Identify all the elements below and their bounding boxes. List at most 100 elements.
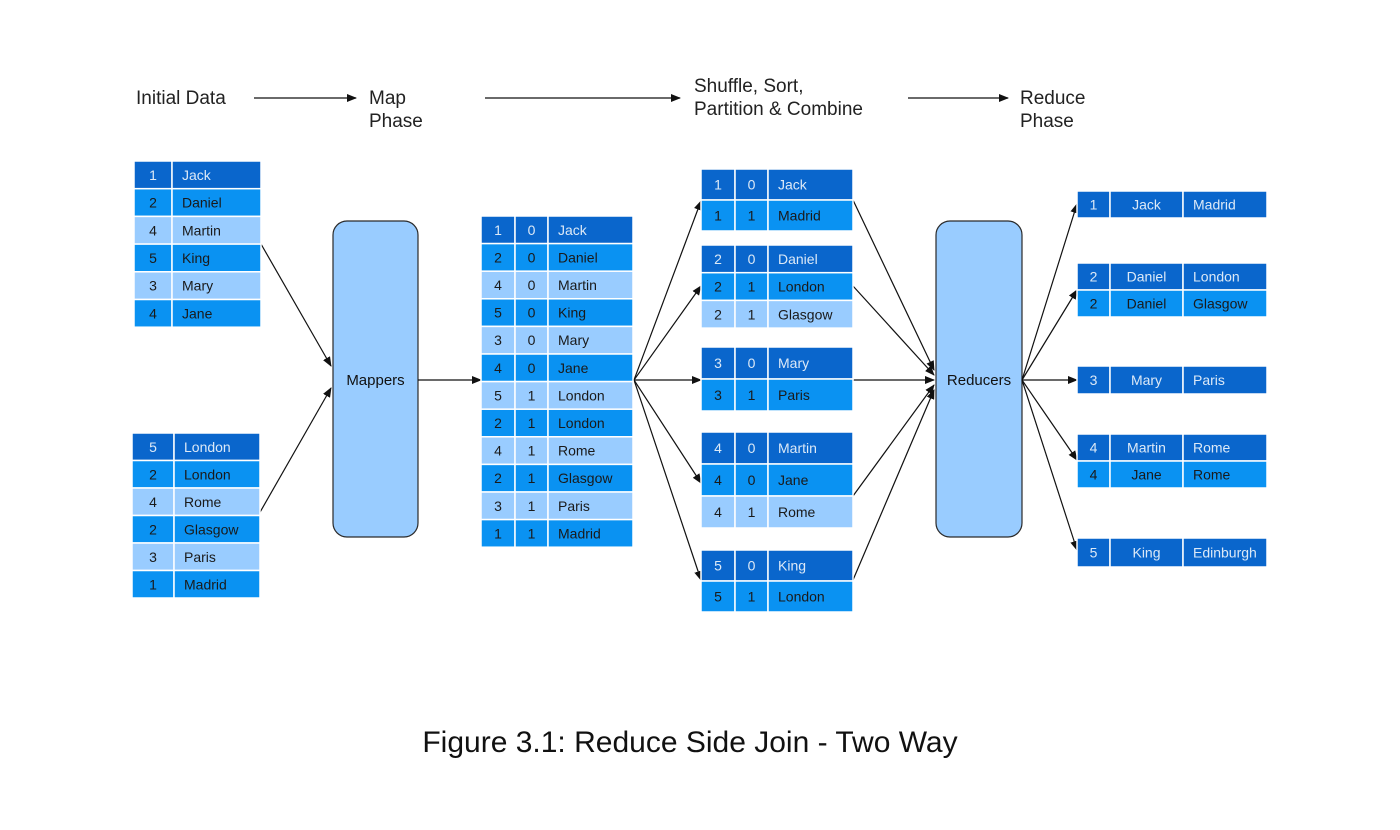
table-cell-text: 0 bbox=[528, 305, 536, 321]
table-cell bbox=[1182, 365, 1268, 395]
table-cell bbox=[767, 378, 854, 412]
table-cell-text: King bbox=[778, 558, 806, 574]
table-cell-text: 2 bbox=[714, 279, 722, 295]
table-cell-text: 4 bbox=[1090, 467, 1098, 483]
table-cell-text: Jane bbox=[1131, 467, 1162, 483]
table-cell bbox=[1076, 537, 1111, 568]
table-cell bbox=[767, 346, 854, 380]
table-cell bbox=[133, 187, 173, 218]
table-cell bbox=[767, 199, 854, 232]
table-cell-text: 3 bbox=[149, 278, 157, 294]
table-row: 5 King Edinburgh bbox=[1076, 537, 1268, 568]
table-cell bbox=[734, 431, 769, 465]
table-cell bbox=[480, 270, 516, 300]
table-cell-text: Daniel bbox=[558, 249, 598, 265]
table-cell-text: Madrid bbox=[184, 576, 227, 592]
table-cell-text: 2 bbox=[149, 466, 157, 482]
table-cell-text: Mary bbox=[182, 278, 213, 294]
table-cell-text: Martin bbox=[1127, 440, 1166, 456]
flow-arrow bbox=[633, 200, 702, 381]
table-cell-text: 1 bbox=[748, 504, 756, 520]
table-cell-text: 0 bbox=[528, 249, 536, 265]
table-cell bbox=[547, 491, 634, 521]
table-cell-text: 1 bbox=[748, 279, 756, 295]
table-cell-text: King bbox=[1132, 545, 1160, 561]
table-cell-text: 0 bbox=[748, 472, 756, 488]
table-cell bbox=[171, 298, 262, 328]
table-cell-text: 5 bbox=[1090, 545, 1098, 561]
mappers-label: Mappers bbox=[346, 372, 404, 389]
initial-data-label: Initial Data bbox=[136, 88, 226, 109]
figure-caption: Figure 3.1: Reduce Side Join - Two Way bbox=[422, 726, 958, 759]
table-cell-text: Daniel bbox=[182, 195, 222, 211]
table-cell-text: 4 bbox=[149, 305, 157, 321]
table-cell-text: 1 bbox=[528, 387, 536, 403]
table-cell bbox=[547, 353, 634, 383]
reduce-phase-label-line1: Reduce bbox=[1020, 88, 1086, 109]
table-cell bbox=[1182, 289, 1268, 318]
table-cell bbox=[171, 160, 262, 190]
table-cell-text: 4 bbox=[149, 494, 157, 510]
table-cell bbox=[700, 244, 736, 274]
table-cell bbox=[1109, 433, 1184, 462]
table-cell bbox=[480, 242, 516, 272]
table-cell-text: 1 bbox=[149, 576, 157, 592]
table-cell-text: 4 bbox=[714, 504, 722, 520]
table-cell-text: 0 bbox=[748, 177, 756, 193]
table-cell-text: Glasgow bbox=[558, 470, 613, 486]
table-cell bbox=[734, 495, 769, 529]
table-cell-text: Madrid bbox=[778, 208, 821, 224]
table-cell-text: Rome bbox=[1193, 440, 1231, 456]
table-cell-text: 2 bbox=[714, 251, 722, 267]
table-cell-text: Madrid bbox=[558, 525, 601, 541]
table-cell bbox=[1182, 262, 1268, 291]
table-cell-text: Glasgow bbox=[778, 306, 833, 322]
table-cell-text: London bbox=[184, 439, 231, 455]
table-cell-text: 0 bbox=[528, 332, 536, 348]
shuffle-label-line2: Partition & Combine bbox=[694, 99, 863, 120]
table-cell-text: 1 bbox=[1090, 197, 1098, 213]
mappers-box: Mappers bbox=[332, 220, 419, 538]
table-cell-text: Mary bbox=[558, 332, 589, 348]
table-cell-text: 1 bbox=[748, 208, 756, 224]
table-cell-text: 0 bbox=[748, 558, 756, 574]
table-cell-text: 1 bbox=[528, 525, 536, 541]
table-cell-text: 1 bbox=[748, 589, 756, 605]
phase-header: Initial Data Map Phase Shuffle, Sort, Pa… bbox=[136, 76, 1086, 132]
table-cell-text: London bbox=[1193, 269, 1240, 285]
table-cell-text: Edinburgh bbox=[1193, 545, 1257, 561]
table-cell-text: Jack bbox=[182, 167, 212, 183]
table-cell-text: King bbox=[558, 305, 586, 321]
table-cell bbox=[547, 380, 634, 410]
table-cell-text: 2 bbox=[494, 470, 502, 486]
table-cell-text: 1 bbox=[528, 415, 536, 431]
table-cell-text: 3 bbox=[1090, 372, 1098, 388]
table-cell-text: 0 bbox=[528, 360, 536, 376]
table-cell bbox=[700, 495, 736, 529]
table-cell bbox=[547, 298, 634, 328]
table-cell-text: 5 bbox=[149, 250, 157, 266]
table-cell bbox=[547, 270, 634, 300]
table-cell bbox=[171, 243, 262, 273]
map-phase-label-line2: Phase bbox=[369, 111, 423, 132]
table-cell bbox=[171, 187, 262, 218]
table-cell-text: 0 bbox=[748, 251, 756, 267]
